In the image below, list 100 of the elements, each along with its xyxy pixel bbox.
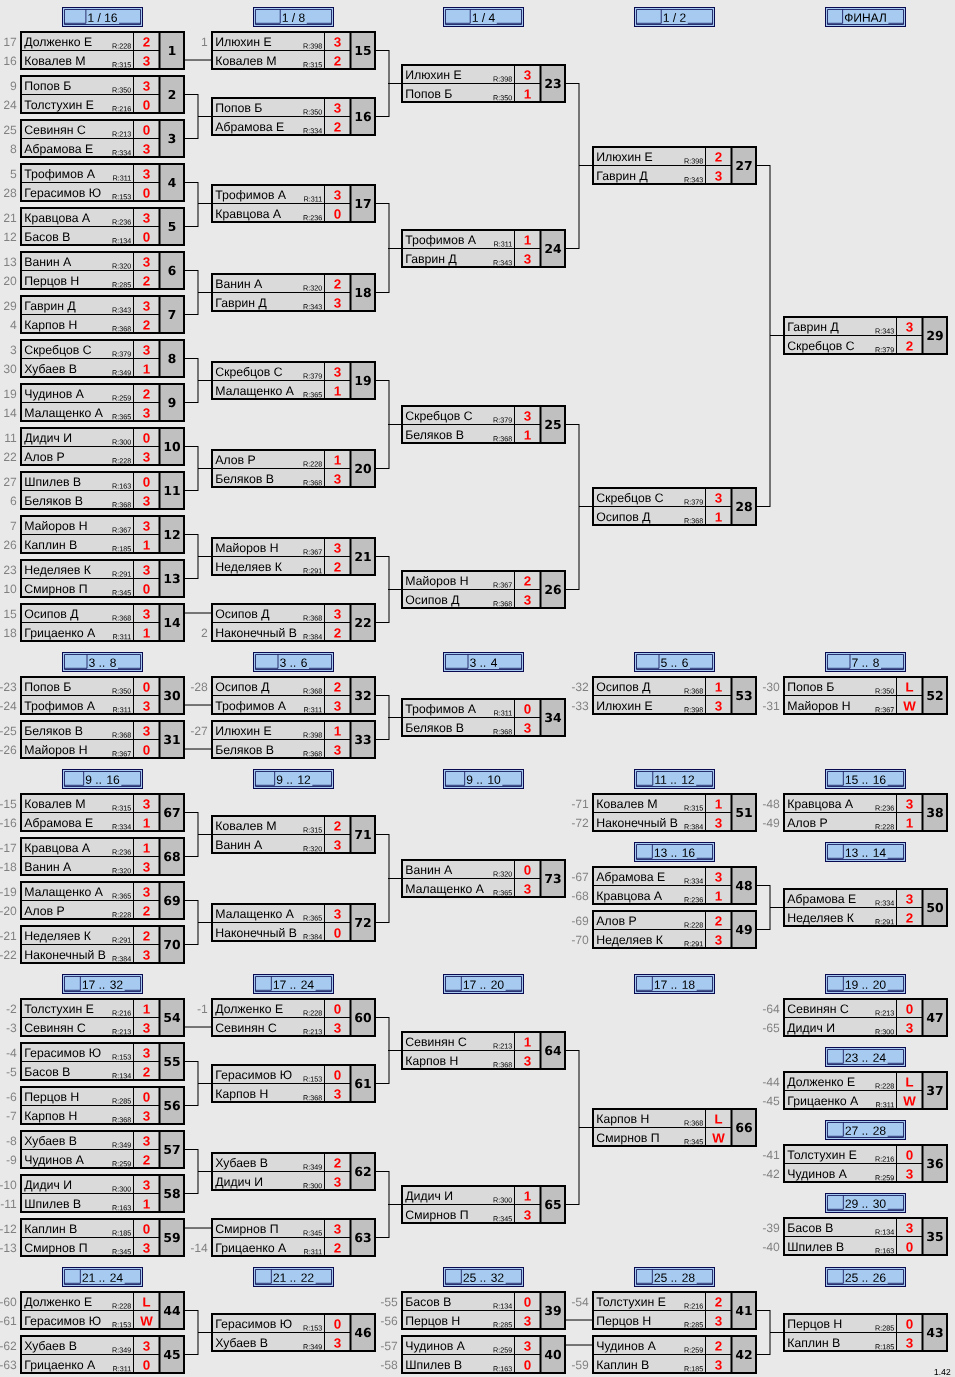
player-name: Попов Б [216, 103, 262, 113]
match-box [592, 487, 757, 526]
player-name: Абрамова Е [24, 818, 93, 830]
seed-number: -71 [571, 799, 589, 808]
score: 1 [143, 818, 150, 828]
match-number: 26 [545, 584, 561, 595]
seed-number: 18 [4, 628, 17, 638]
player-name: Алов Р [596, 916, 637, 926]
match-number: 73 [545, 873, 561, 884]
score: 0 [143, 1092, 150, 1102]
player-name: Долженко Е [24, 1297, 92, 1309]
player-name: Илюхин Е [406, 70, 462, 80]
match-number: 60 [355, 1012, 372, 1023]
round-header: 9 .. 16 [62, 769, 143, 789]
match-box [190, 720, 376, 759]
player-name: Каплин В [788, 1338, 840, 1348]
match-box [190, 1218, 376, 1257]
player-name: Осипов Д [215, 609, 270, 621]
bracket-line [184, 270, 212, 315]
bracket-line [565, 83, 593, 249]
match-number: 58 [164, 1188, 180, 1199]
player-name: Севинян С [24, 1023, 86, 1033]
match-number: 12 [164, 529, 180, 540]
player-name: Илюхин Е [216, 37, 272, 47]
match-number: 17 [355, 199, 371, 209]
round-header: 13 .. 14 [825, 842, 906, 862]
match-number: 5 [168, 221, 176, 232]
player-name: Скребцов С [596, 493, 664, 505]
bracket-line [184, 1227, 212, 1229]
player-name: Гаврин Д [216, 298, 267, 310]
round-header: 1 / 2 [634, 7, 715, 27]
match-number: 16 [355, 111, 371, 122]
score: 3 [143, 144, 150, 154]
bracket-line [184, 812, 212, 857]
seed-number: -6 [6, 1092, 17, 1102]
player-name: Перцов Н [406, 1316, 460, 1328]
player-name: Герасимов Ю [25, 188, 101, 200]
match-box [0, 1218, 185, 1257]
match-box [0, 1174, 185, 1213]
match-number: 21 [355, 551, 371, 562]
score: 1 [143, 843, 150, 853]
score: 3 [334, 190, 341, 200]
match-box [380, 1335, 566, 1374]
match-number: 66 [736, 1122, 752, 1133]
player-name: Гаврин Д [25, 301, 76, 313]
player-name: Наконечный В [216, 627, 297, 638]
match-number: 36 [927, 1158, 943, 1169]
match-box [401, 1031, 566, 1070]
seed-number: -23 [0, 682, 17, 692]
seed-number: 1 [202, 37, 208, 46]
bracket-line [184, 748, 212, 750]
score: 2 [906, 341, 913, 351]
seed-number: 19 [4, 389, 17, 399]
match-box [783, 316, 948, 355]
match-box [0, 837, 185, 876]
player-name: Кравцова А [25, 843, 91, 855]
match-number: 34 [545, 712, 562, 723]
seed-number: -27 [190, 726, 208, 735]
player-name: Карпов Н [597, 1114, 649, 1126]
bracket-line [375, 380, 402, 469]
player-name: Ковалев М [25, 799, 85, 809]
player-name: Герасимов Ю [25, 1316, 101, 1328]
match-number: 39 [545, 1305, 561, 1316]
seed-number: -21 [0, 931, 17, 940]
match-number: 1 [169, 46, 176, 56]
seed-number: -44 [762, 1077, 780, 1086]
score: 3 [334, 367, 341, 377]
score: 3 [334, 103, 341, 113]
score: 0 [906, 1319, 913, 1329]
seed-number: -45 [762, 1096, 780, 1106]
score: 3 [143, 408, 150, 418]
seed-number: -8 [6, 1136, 17, 1146]
match-box [3, 339, 185, 378]
bracket-line [375, 556, 402, 623]
match-number: 48 [735, 880, 752, 891]
match-box [6, 1086, 185, 1125]
round-header: 1 / 8 [253, 7, 334, 27]
match-box [571, 1291, 757, 1330]
player-name: Севинян С [215, 1023, 277, 1033]
bracket-line [756, 165, 784, 507]
score: 3 [143, 609, 150, 619]
seed-number: 27 [4, 477, 17, 486]
player-name: Гаврин Д [597, 171, 648, 183]
player-name: Хубаев В [215, 1158, 268, 1170]
seed-number: 4 [10, 320, 17, 329]
match-box [190, 676, 376, 715]
bracket-line [375, 834, 402, 923]
seed-number: -48 [762, 799, 780, 809]
match-number: 43 [926, 1327, 943, 1338]
match-box [592, 146, 757, 185]
player-name: Шпилев В [25, 477, 81, 487]
score: 1 [143, 628, 150, 638]
match-box [571, 866, 757, 905]
player-name: Кравцова А [597, 891, 663, 903]
seed-number: -56 [380, 1316, 398, 1326]
score: 2 [715, 1341, 722, 1351]
player-name: Ванин А [25, 257, 72, 267]
player-name: Хубаев В [24, 1136, 77, 1148]
score: W [140, 1316, 153, 1326]
seed-number: -1 [197, 1004, 208, 1013]
